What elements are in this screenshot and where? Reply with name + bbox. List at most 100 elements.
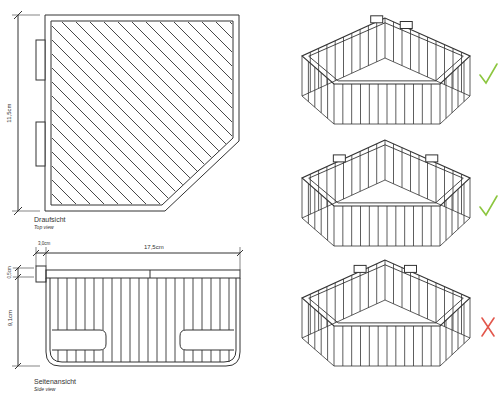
wire: [220, 350, 221, 362]
wire: [175, 278, 176, 362]
wire: [58, 350, 59, 362]
hatch-line: [0, 15, 87, 215]
wire: [385, 140, 386, 180]
wire: [369, 84, 370, 124]
wire: [85, 278, 86, 330]
wire: [360, 29, 361, 69]
wire: [395, 206, 396, 246]
wire: [440, 206, 441, 246]
wire: [148, 278, 149, 362]
hatch-line: [0, 15, 45, 215]
wire: [121, 278, 122, 362]
wire: [376, 264, 377, 304]
dimension: 0,5cm: [8, 265, 13, 279]
wire: [58, 278, 59, 330]
wire: [431, 326, 432, 366]
wire: [184, 350, 185, 362]
wire: [387, 326, 388, 366]
wire: [440, 84, 441, 124]
wire: [410, 29, 411, 69]
wire: [452, 315, 453, 355]
wire: [452, 73, 453, 113]
wire: [436, 283, 437, 323]
side-view: [12, 247, 243, 369]
wire: [402, 148, 403, 188]
wall-bracket: [371, 16, 383, 23]
wire: [139, 278, 140, 362]
wire: [343, 159, 344, 199]
wire: [431, 206, 432, 246]
wire: [220, 278, 221, 330]
wire: [351, 326, 352, 366]
hatch-line: [0, 15, 59, 215]
wire: [334, 84, 335, 124]
wire: [464, 62, 465, 102]
top-frame: [302, 140, 470, 206]
wire: [130, 278, 131, 362]
wire: [419, 155, 420, 195]
wire: [351, 84, 352, 124]
wire: [94, 278, 95, 330]
wire: [404, 206, 405, 246]
wire: [334, 326, 335, 366]
wire: [402, 26, 403, 66]
wire: [308, 304, 309, 344]
wire: [103, 278, 104, 330]
wire: [360, 326, 361, 366]
wire: [470, 298, 471, 338]
dimension: 3,0cm: [37, 242, 51, 247]
wire: [302, 298, 303, 338]
wire: [446, 320, 447, 360]
view-title: Draufsicht: [33, 216, 67, 223]
wire: [321, 315, 322, 355]
wire: [453, 290, 454, 330]
wire: [67, 350, 68, 362]
wire: [67, 278, 68, 330]
wire: [404, 84, 405, 124]
wire: [360, 271, 361, 311]
wire: [385, 18, 386, 58]
wire: [376, 144, 377, 184]
wire: [314, 189, 315, 229]
wire: [444, 167, 445, 207]
wire: [351, 275, 352, 315]
wire: [378, 206, 379, 246]
wire: [368, 26, 369, 66]
top-frame-inner: [309, 145, 464, 203]
hatch-line: [153, 15, 353, 215]
wire: [453, 170, 454, 210]
wire: [393, 22, 394, 62]
wire: [94, 350, 95, 362]
wire: [184, 278, 185, 330]
wire: [211, 350, 212, 362]
wire: [413, 206, 414, 246]
wire: [378, 326, 379, 366]
dimension: 17,5cm: [143, 244, 165, 250]
wire: [360, 84, 361, 124]
wire: [470, 56, 471, 96]
wire: [229, 278, 230, 330]
wire: [342, 206, 343, 246]
wire: [308, 62, 309, 102]
wire: [335, 283, 336, 323]
wire: [395, 326, 396, 366]
wire: [464, 304, 465, 344]
wire: [314, 309, 315, 349]
view-title: Seitenansicht: [33, 378, 77, 385]
wire: [314, 67, 315, 107]
wire: [193, 350, 194, 362]
wire: [452, 195, 453, 235]
wire: [202, 278, 203, 330]
wire: [112, 278, 113, 362]
wire: [410, 271, 411, 311]
wire: [458, 67, 459, 107]
wire: [453, 48, 454, 88]
wire: [335, 41, 336, 81]
wire: [422, 326, 423, 366]
wire: [327, 200, 328, 240]
wire: [327, 320, 328, 360]
top-frame: [302, 260, 470, 326]
wire: [229, 350, 230, 362]
wall-bracket: [400, 22, 412, 29]
wire: [446, 78, 447, 118]
